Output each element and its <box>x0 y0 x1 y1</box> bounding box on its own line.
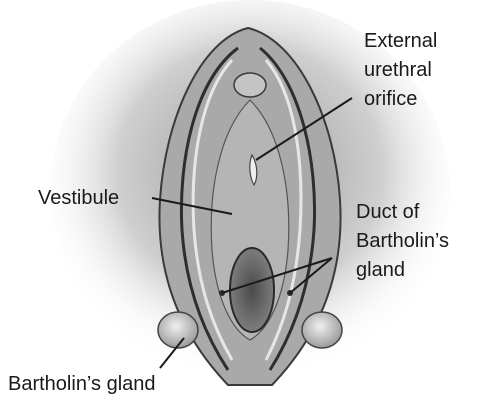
clitoral-hood <box>234 73 266 97</box>
vaginal-opening <box>230 248 274 332</box>
label-external-urethral-orifice-line1: External <box>364 30 437 52</box>
label-external-urethral-orifice-line2: urethral <box>364 59 432 81</box>
label-bartholins-gland: Bartholin’s gland <box>8 373 156 395</box>
label-vestibule: Vestibule <box>38 187 119 209</box>
label-duct-of-bartholins-gland-line3: gland <box>356 259 405 281</box>
label-duct-of-bartholins-gland-line1: Duct of <box>356 201 420 223</box>
label-external-urethral-orifice-line3: orifice <box>364 88 417 110</box>
left-bartholin-gland <box>158 312 198 348</box>
right-bartholin-gland <box>302 312 342 348</box>
label-duct-of-bartholins-gland-line2: Bartholin’s <box>356 230 449 252</box>
